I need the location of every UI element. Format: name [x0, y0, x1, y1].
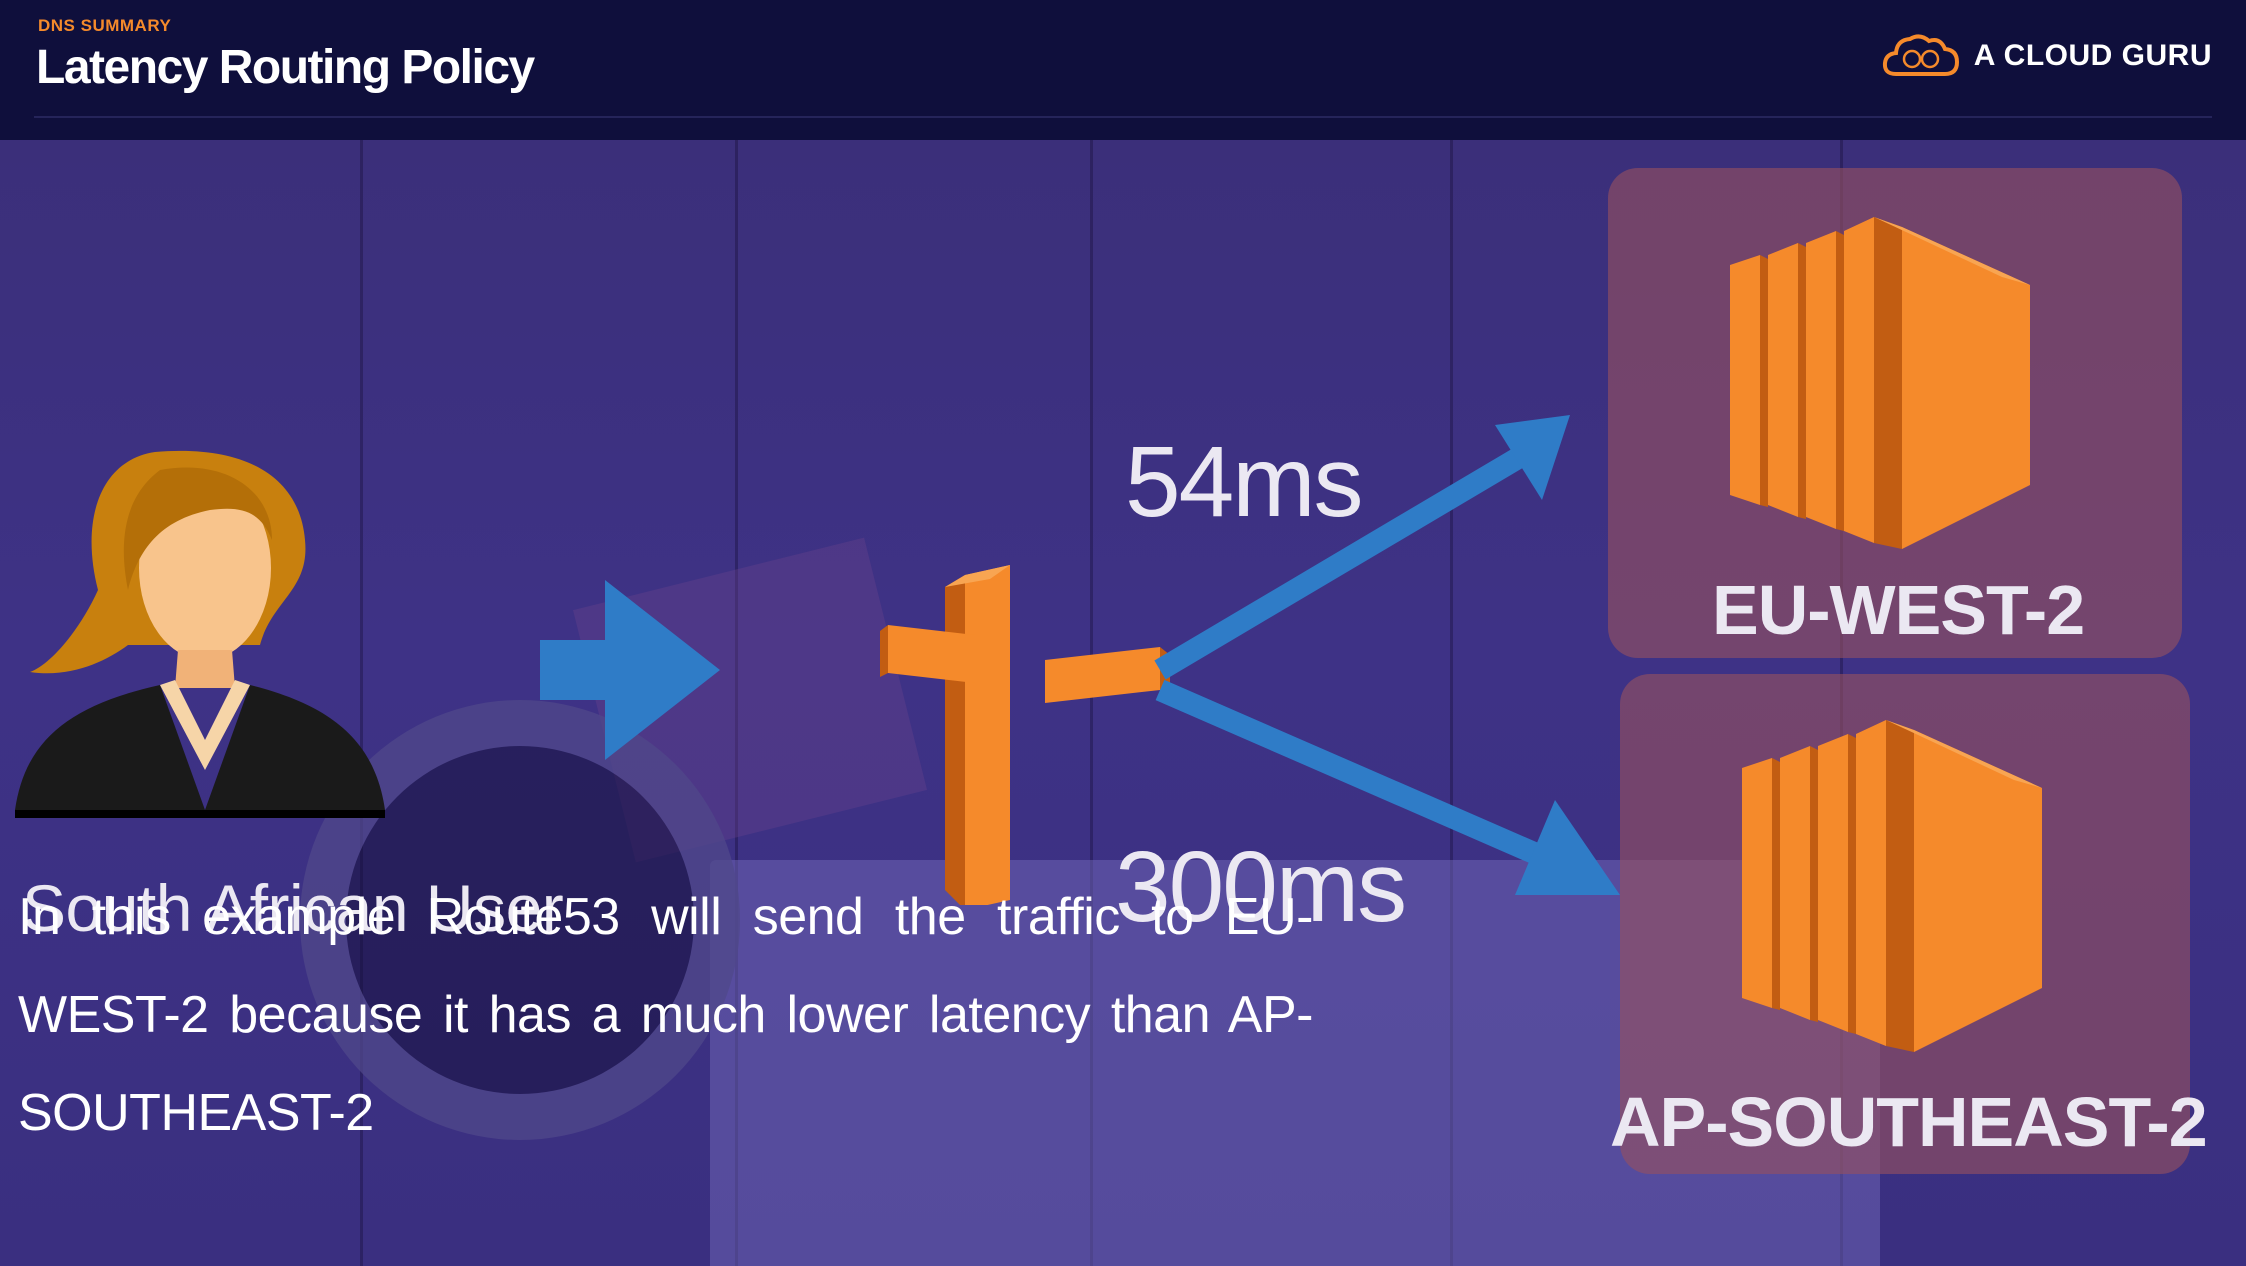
arrowhead-to-ap-southeast-2 — [1515, 800, 1620, 895]
background-plank — [735, 140, 738, 1266]
arrow-right-icon — [540, 580, 720, 760]
user-label: South African User — [22, 871, 564, 945]
slide-title: Latency Routing Policy — [36, 41, 535, 94]
cloud-logo-icon — [1882, 34, 1959, 76]
ec2-server-icon — [1730, 217, 2030, 549]
user-avatar-icon — [15, 450, 385, 818]
arrow-to-eu-west-2 — [1154, 435, 1546, 680]
latency-arrows — [1154, 415, 1620, 895]
arrow-to-ap-southeast-2 — [1155, 679, 1555, 871]
slide-stage: South African User 54ms 300ms — [0, 140, 2246, 1266]
region-ap-southeast-2-label: AP-SOUTHEAST-2 — [1610, 1083, 2208, 1161]
latency-bottom-label: 300ms — [1115, 831, 1407, 943]
header-bar: DNS SUMMARY Latency Routing Policy A CLO… — [0, 0, 2246, 140]
section-eyebrow: DNS SUMMARY — [38, 16, 172, 35]
header-divider — [34, 116, 2212, 118]
background-plank — [1090, 140, 1093, 1266]
route53-icon — [880, 565, 1170, 905]
arrowhead-to-eu-west-2 — [1495, 415, 1570, 500]
caption-text: In this example Route53 will send the tr… — [18, 888, 1314, 1142]
ec2-server-icon — [1742, 720, 2042, 1052]
background-plank — [360, 140, 363, 1266]
region-eu-west-2-label: EU-WEST-2 — [1712, 571, 2085, 649]
brand-name: A CLOUD GURU — [1973, 39, 2212, 72]
background-plank — [1450, 140, 1453, 1266]
brand-logo: A CLOUD GURU — [1882, 30, 2212, 82]
latency-top-label: 54ms — [1125, 426, 1364, 538]
